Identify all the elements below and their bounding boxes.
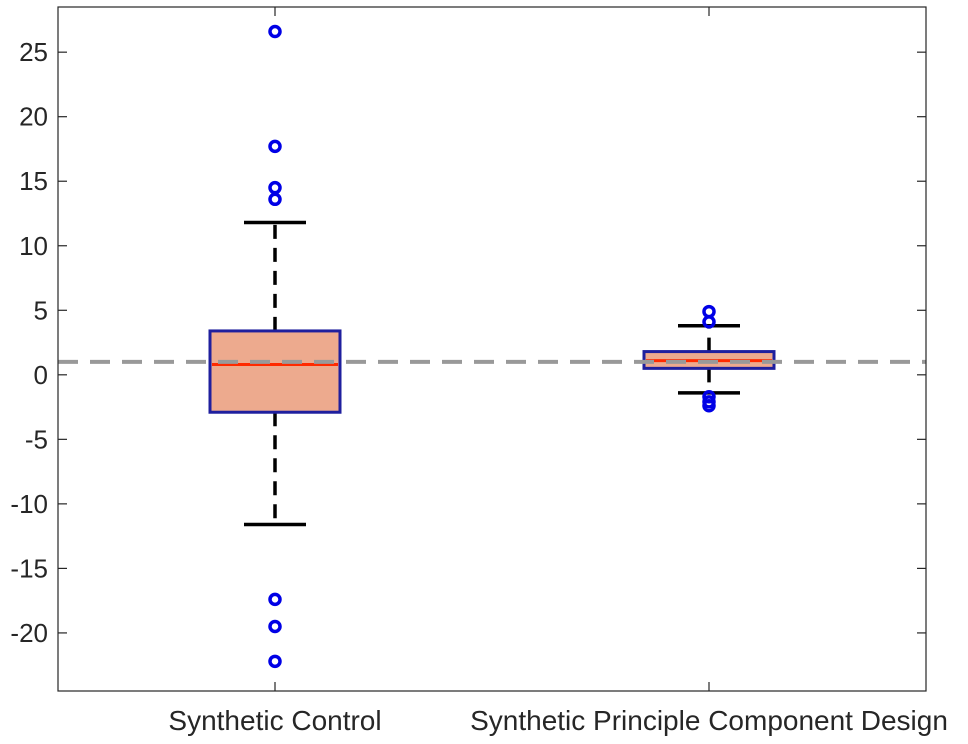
box <box>208 329 342 414</box>
x-category-label: Synthetic Principle Component Design <box>470 705 948 736</box>
plot-background <box>58 7 926 691</box>
chart-marks <box>58 24 926 669</box>
outlier-point <box>268 24 282 39</box>
y-tick-label: 15 <box>19 166 48 196</box>
outlier-point <box>268 192 282 207</box>
x-category-label: Synthetic Control <box>168 705 381 736</box>
box-group <box>208 24 342 669</box>
outlier-point <box>702 315 716 329</box>
y-tick-label: 20 <box>19 102 48 132</box>
y-tick-label: -15 <box>10 553 48 583</box>
y-tick-label: 0 <box>34 360 48 390</box>
y-tick-label: 5 <box>34 295 48 325</box>
outlier-point <box>268 619 282 634</box>
y-tick-label: 10 <box>19 231 48 261</box>
outlier-point <box>702 399 716 413</box>
axes-frame <box>57 6 927 692</box>
outlier-point <box>268 654 282 669</box>
outlier-point <box>268 592 282 607</box>
y-tick-label: -10 <box>10 489 48 519</box>
y-tick-label: -20 <box>10 618 48 648</box>
y-tick-label: 25 <box>19 37 48 67</box>
plot-area <box>58 7 926 691</box>
outlier-point <box>268 139 282 154</box>
y-tick-label: -5 <box>25 424 48 454</box>
